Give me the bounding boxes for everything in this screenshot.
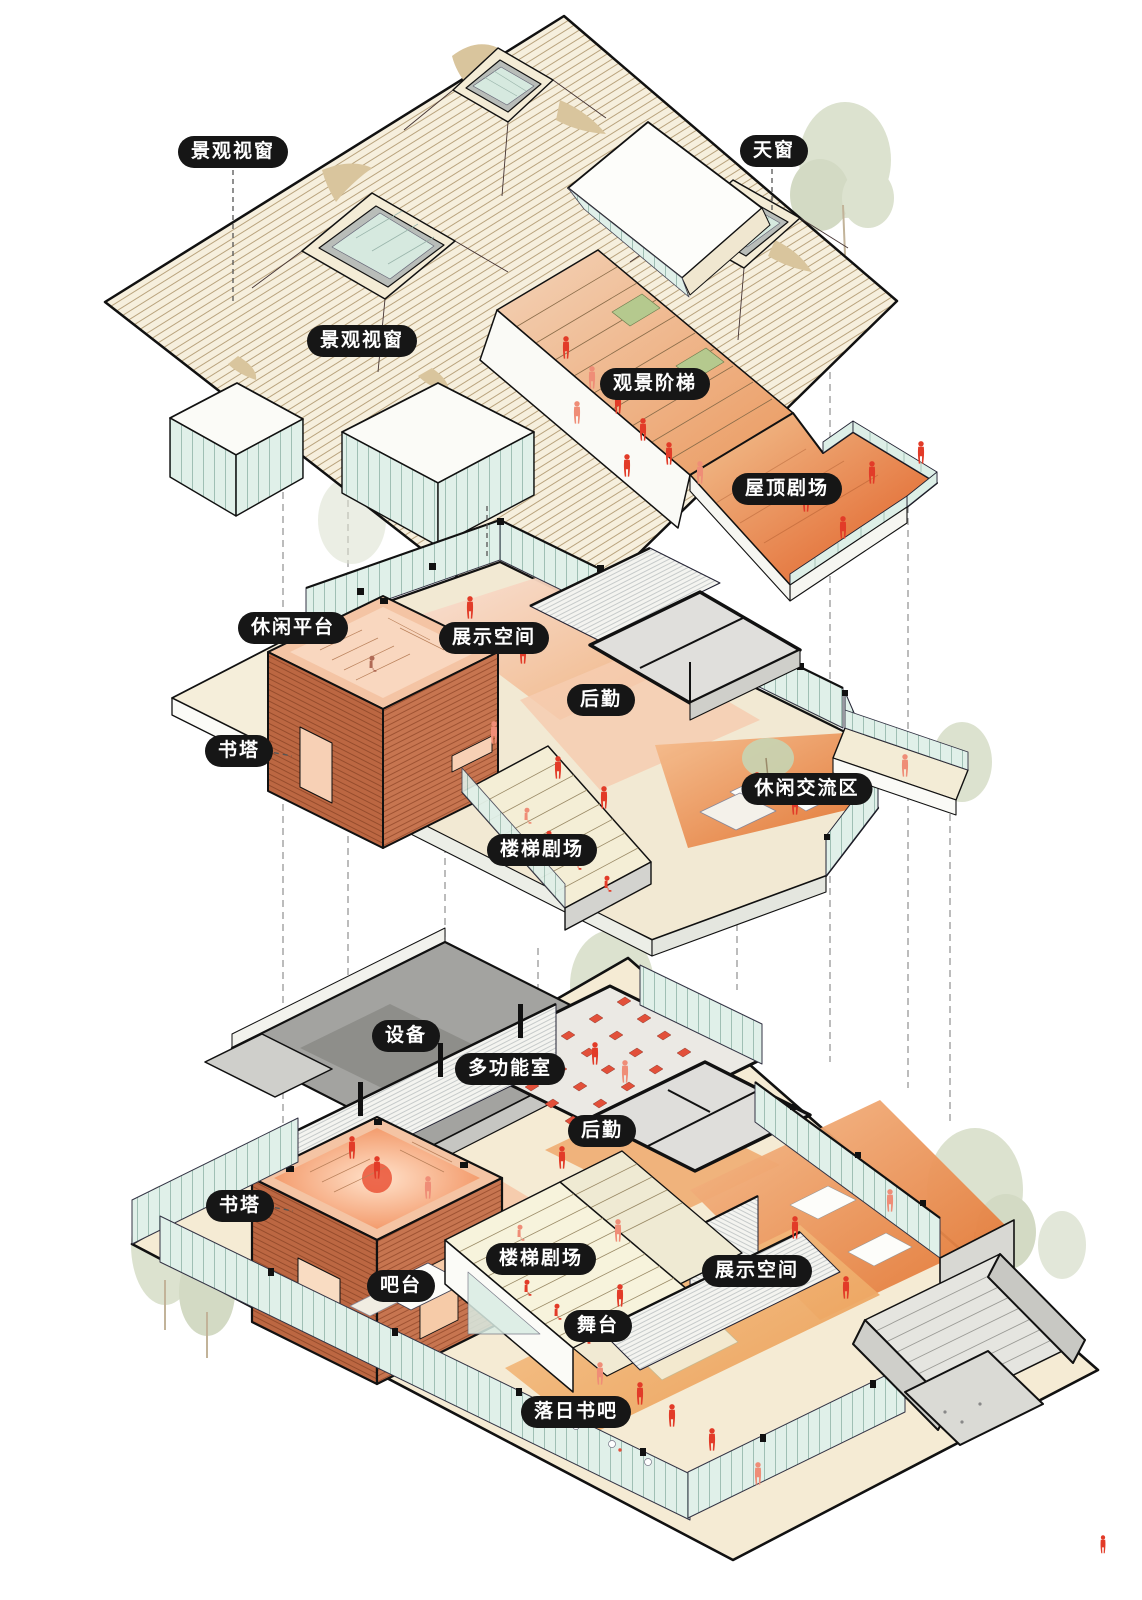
label-mid-stair-theater: 楼梯剧场 bbox=[486, 834, 598, 866]
exhibition-glass-gf bbox=[754, 1081, 941, 1259]
label-gf-equipment: 设备 bbox=[371, 1020, 441, 1052]
label-gf-stage: 舞台 bbox=[563, 1310, 633, 1342]
label-gf-book-tower: 书塔 bbox=[205, 1190, 275, 1222]
label-roof-viewing-steps: 观景阶梯 bbox=[599, 368, 711, 400]
label-mid-book-tower: 书塔 bbox=[204, 735, 274, 767]
label-gf-bar-counter: 吧台 bbox=[366, 1270, 436, 1302]
ground-floor-level bbox=[130, 927, 1106, 1562]
mid-corridor bbox=[832, 709, 969, 816]
label-roof-scenic-window-b: 景观视窗 bbox=[306, 325, 418, 357]
roof-level bbox=[103, 14, 938, 647]
label-mid-leisure-social-zone: 休闲交流区 bbox=[741, 773, 873, 805]
perimeter-glass-gf bbox=[131, 1117, 906, 1521]
scenic-window-box-left bbox=[169, 382, 304, 517]
label-gf-exhibition-space: 展示空间 bbox=[701, 1255, 813, 1287]
roof-flat-opening bbox=[567, 121, 771, 298]
label-roof-scenic-window-a: 景观视窗 bbox=[177, 136, 289, 168]
second-floor-level bbox=[171, 518, 969, 957]
label-gf-sunset-book-bar: 落日书吧 bbox=[520, 1396, 632, 1428]
skylight-pyramid-small bbox=[403, 47, 607, 197]
label-gf-multifunction-room: 多功能室 bbox=[454, 1053, 566, 1085]
skylight-pyramid-left bbox=[251, 192, 509, 373]
scenic-window-box-center bbox=[341, 382, 535, 547]
roof-shading bbox=[228, 44, 812, 394]
label-roof-skylight: 天窗 bbox=[739, 135, 809, 167]
label-mid-leisure-platform: 休闲平台 bbox=[237, 612, 349, 644]
label-mid-exhibition-space: 展示空间 bbox=[438, 622, 550, 654]
concrete-stair bbox=[852, 1253, 1086, 1446]
label-mid-logistics: 后勤 bbox=[566, 684, 636, 716]
label-gf-stair-theater: 楼梯剧场 bbox=[485, 1243, 597, 1275]
label-gf-logistics: 后勤 bbox=[567, 1115, 637, 1147]
label-roof-rooftop-theater: 屋顶剧场 bbox=[731, 473, 843, 505]
mid-shelf-wall bbox=[529, 546, 721, 642]
logistics-rooms-mid bbox=[588, 590, 802, 721]
